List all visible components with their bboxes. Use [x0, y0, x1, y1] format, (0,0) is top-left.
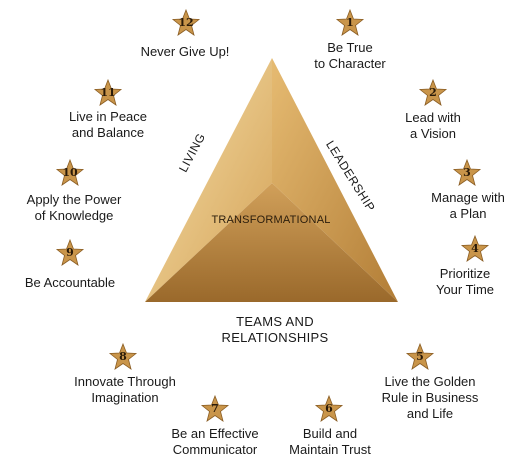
- principle-number: 2: [429, 86, 437, 99]
- base-label: TEAMS AND RELATIONSHIPS: [221, 314, 329, 345]
- principle-label-10: Apply the Power of Knowledge: [26, 192, 122, 223]
- principle-number: 3: [463, 166, 471, 179]
- principle-number: 4: [471, 242, 479, 255]
- principle-label-5: Live the Golden Rule in Business and Lif…: [381, 374, 479, 421]
- star-badge-5: 5: [405, 342, 435, 372]
- principle-label-7: Be an Effective Communicator: [171, 426, 259, 457]
- star-icon: [55, 238, 85, 266]
- star-badge-9: 9: [55, 238, 85, 268]
- center-label: TRANSFORMATIONAL: [211, 214, 331, 226]
- principle-number: 1: [346, 16, 354, 29]
- star-icon: [405, 342, 435, 370]
- star-icon: [200, 394, 230, 422]
- principle-number: 5: [416, 350, 424, 363]
- star-icon: [171, 8, 201, 36]
- principle-number: 9: [66, 246, 74, 259]
- star-badge-6: 6: [314, 394, 344, 424]
- principle-label-8: Innovate Through Imagination: [74, 374, 176, 405]
- principle-number: 10: [62, 166, 78, 179]
- star-badge-4: 4: [460, 234, 490, 264]
- star-badge-3: 3: [452, 158, 482, 188]
- principle-label-6: Build and Maintain Trust: [289, 426, 371, 457]
- star-icon: [93, 78, 123, 106]
- triangle-left-face: [145, 58, 272, 302]
- star-badge-11: 11: [93, 78, 123, 108]
- star-badge-1: 1: [335, 8, 365, 38]
- principle-label-2: Lead with a Vision: [405, 110, 461, 141]
- star-icon: [452, 158, 482, 186]
- star-badge-10: 10: [55, 158, 85, 188]
- triangle-base-face: [145, 183, 398, 302]
- principle-label-9: Be Accountable: [24, 275, 116, 290]
- principle-label-12: Never Give Up!: [140, 44, 230, 59]
- star-icon: [55, 158, 85, 186]
- triangle-right-face: [272, 58, 398, 302]
- principle-label-4: Prioritize Your Time: [435, 266, 495, 297]
- principle-number: 6: [325, 402, 333, 415]
- star-badge-12: 12: [171, 8, 201, 38]
- star-icon: [314, 394, 344, 422]
- principle-number: 12: [178, 16, 194, 29]
- star-badge-2: 2: [418, 78, 448, 108]
- star-icon: [418, 78, 448, 106]
- star-badge-7: 7: [200, 394, 230, 424]
- star-icon: [460, 234, 490, 262]
- principle-label-1: Be True to Character: [314, 40, 386, 71]
- principle-label-11: Live in Peace and Balance: [68, 109, 148, 140]
- star-icon: [335, 8, 365, 36]
- star-icon: [108, 342, 138, 370]
- principle-number: 7: [211, 402, 219, 415]
- principle-number: 11: [100, 86, 116, 99]
- principle-label-3: Manage with a Plan: [431, 190, 505, 221]
- principle-number: 8: [119, 350, 127, 363]
- star-badge-8: 8: [108, 342, 138, 372]
